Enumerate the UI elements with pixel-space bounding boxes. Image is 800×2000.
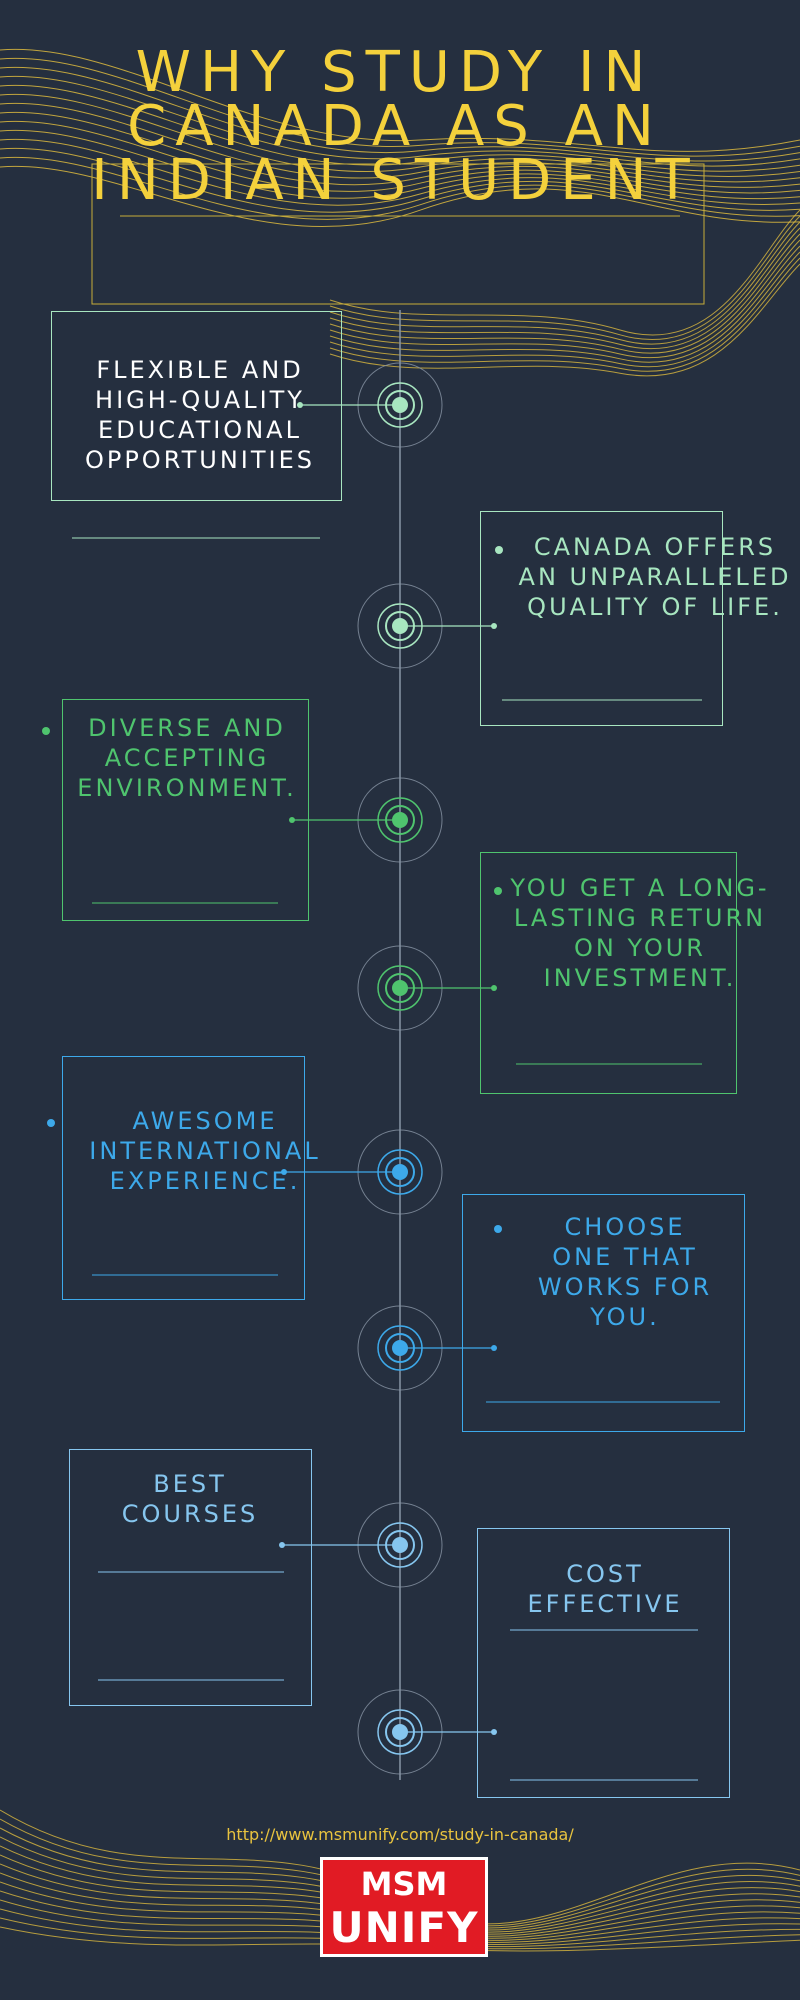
item-text-3: DIVERSE AND ACCEPTING ENVIRONMENT.	[77, 714, 297, 802]
title-box	[91, 163, 705, 305]
wave-line	[329, 245, 800, 363]
logo-line-2: UNIFY	[329, 1903, 479, 1952]
wave-line	[0, 147, 800, 213]
connector-dot	[491, 1345, 497, 1351]
item-card-3	[62, 699, 309, 921]
item-text-1: FLEXIBLE AND HIGH-QUALITY EDUCATIONAL OP…	[84, 356, 316, 474]
wave-line	[0, 120, 800, 194]
wave-line	[0, 138, 800, 206]
item-card-2	[480, 511, 723, 726]
bullet-dot	[495, 546, 503, 554]
wave-line	[0, 66, 800, 162]
wave-line	[329, 227, 800, 350]
item-card-8	[477, 1528, 730, 1798]
source-url[interactable]: http://www.msmunify.com/study-in-canada/	[226, 1825, 574, 1844]
wave-line	[329, 215, 800, 341]
wave-line	[0, 129, 800, 200]
connector-dot	[491, 1729, 497, 1735]
bullet-dot	[42, 727, 50, 735]
wave-line	[0, 93, 800, 177]
wave-line	[329, 251, 800, 368]
item-text-6: CHOOSE ONE THAT WORKS FOR YOU.	[537, 1213, 713, 1331]
connector-dot	[297, 402, 303, 408]
wave-line	[0, 111, 800, 188]
wave-line	[329, 233, 800, 354]
wave-line	[0, 84, 800, 172]
wave-line	[0, 165, 800, 227]
bullet-dot	[494, 1225, 502, 1233]
item-text-7: BEST COURSES	[121, 1470, 259, 1528]
item-text-4: YOU GET A LONG-LASTING RETURN ON YOUR IN…	[510, 874, 770, 992]
page-title: WHY STUDY IN CANADA AS AN INDIAN STUDENT	[91, 40, 699, 213]
wave-line	[0, 156, 800, 220]
item-text-2: CANADA OFFERS AN UNPARALLELED QUALITY OF…	[518, 533, 792, 621]
item-card-1	[51, 311, 342, 501]
connector-dot	[491, 623, 497, 629]
item-card-7	[69, 1449, 312, 1706]
wave-line	[329, 221, 800, 345]
bullet-dot	[494, 887, 502, 895]
item-card-6	[462, 1194, 745, 1432]
connector-dot	[281, 1169, 287, 1175]
wave-line	[329, 263, 800, 377]
item-card-4	[480, 852, 737, 1094]
item-card-5	[62, 1056, 305, 1300]
logo-line-1: MSM	[360, 1865, 448, 1903]
connector-dot	[491, 985, 497, 991]
connector-dot	[279, 1542, 285, 1548]
msm-unify-logo: MSM UNIFY	[320, 1857, 488, 1957]
wave-line	[0, 102, 800, 183]
wave-line	[0, 48, 800, 152]
wave-line	[329, 209, 800, 336]
item-text-8: COST EFFECTIVE	[527, 1560, 683, 1618]
item-text-5: AWESOME INTERNATIONAL EXPERIENCE.	[89, 1107, 321, 1195]
bullet-dot	[47, 1119, 55, 1127]
wave-line	[0, 57, 800, 157]
connector-dot	[289, 817, 295, 823]
wave-line	[329, 257, 800, 372]
wave-line	[329, 239, 800, 359]
